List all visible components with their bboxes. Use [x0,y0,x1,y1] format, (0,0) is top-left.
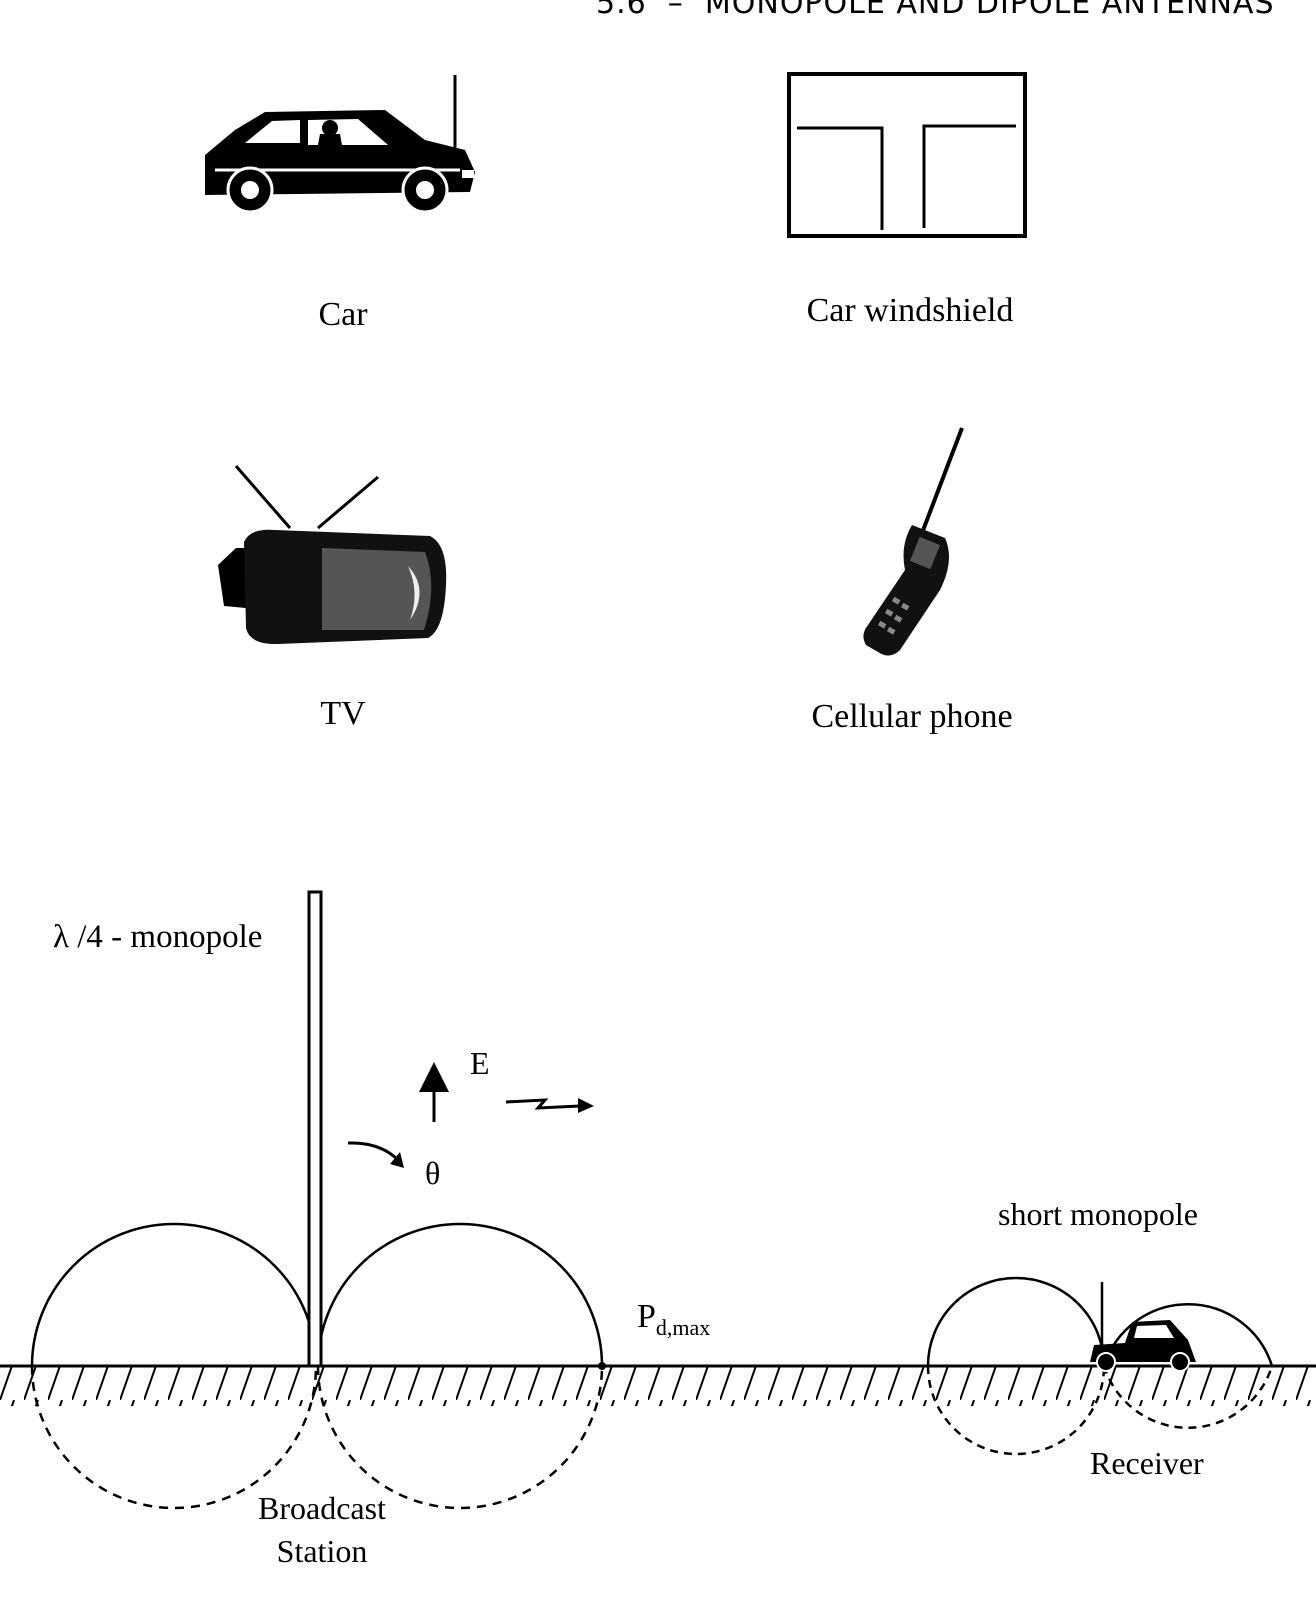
monopole-label: λ /4 - monopole [53,919,263,955]
pd-max-main: P [637,1298,656,1335]
station-label-line1: Broadcast [258,1490,386,1526]
receiver-radiation-pattern [926,1276,1274,1456]
pd-max-label: Pd,max [637,1298,710,1341]
cellular-phone-label: Cellular phone [811,698,1013,735]
section-title: MONOPOLE AND DIPOLE ANTENNAS [704,0,1275,21]
receiver-car-icon [1090,1282,1196,1372]
windshield-label: Car windshield [806,292,1014,329]
pd-max-point [598,1362,606,1370]
tv-rabbit-ears-icon [218,465,447,645]
short-monopole-label: short monopole [998,1196,1198,1232]
car-with-antenna-icon [205,75,475,214]
station-label-line2: Station [276,1533,368,1569]
ground-plane [0,1364,1316,1406]
receiver-label: Receiver [1090,1445,1204,1481]
quarter-wave-monopole [307,890,323,1368]
tv-label: TV [320,695,366,732]
cellular-phone-icon [863,427,964,656]
pd-max-subscript: d,max [655,1315,711,1340]
e-field-label: E [470,1045,490,1081]
theta-arrow [347,1141,404,1168]
broadcast-radiation-pattern [30,1222,604,1510]
car-label: Car [318,296,368,333]
section-number: 5.6 [596,0,647,21]
theta-label: θ [425,1155,441,1191]
propagation-arrow [505,1098,594,1113]
windshield-antenna-icon [787,72,1027,238]
page-header: 5.6 – MONOPOLE AND DIPOLE ANTENNAS [596,0,1275,21]
